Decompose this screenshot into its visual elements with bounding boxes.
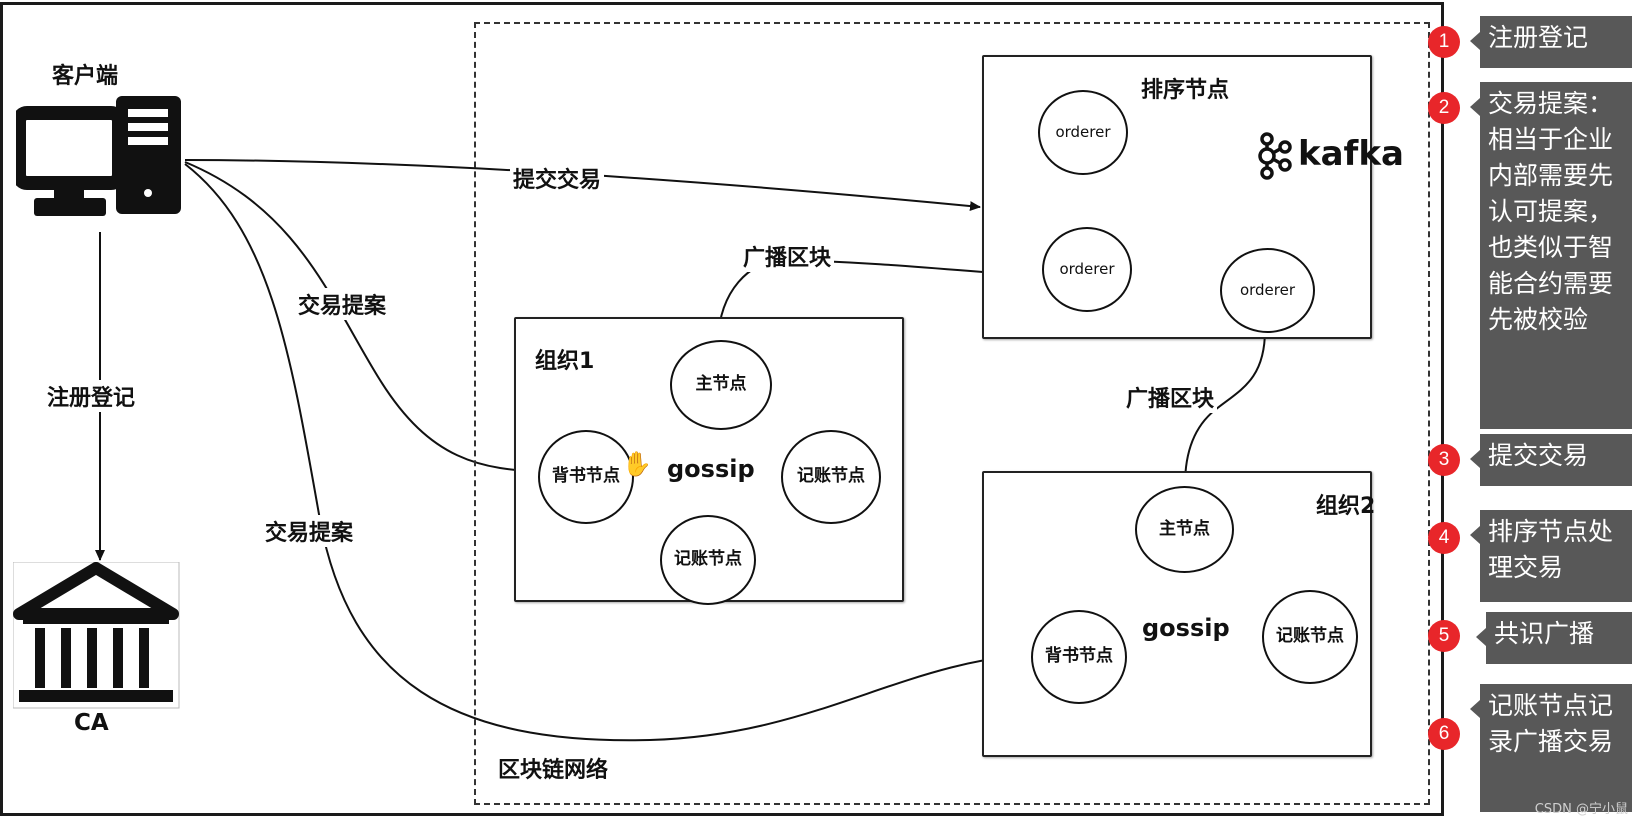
ca-title: CA [74,710,109,736]
step-6-badge: 6 [1428,718,1460,750]
org1-title: 组织1 [535,349,595,374]
hand-cursor-icon: ✋ [622,450,652,478]
blockchain-network-boundary [474,22,1430,805]
org2-endorser-node: 背书节点 [1031,610,1127,704]
step-4: 4 [1428,516,1460,554]
org2-title: 组织2 [1316,494,1376,519]
step-3: 3 [1428,438,1460,476]
kafka-logo-icon [1257,131,1297,185]
orderer-box-title: 排序节点 [1141,78,1230,103]
step-2: 2 [1428,86,1460,124]
org1-committer-node-2: 记账节点 [660,515,756,605]
orderer-node-1: orderer [1038,90,1128,175]
org2-gossip-label: gossip [1142,614,1230,642]
step-1-text: 注册登记 [1470,16,1632,68]
ca-building-icon [12,561,183,716]
step-4-badge: 4 [1428,522,1460,554]
step-1: 1 [1428,20,1460,58]
step-1-badge: 1 [1428,26,1460,58]
org2-leader-node: 主节点 [1135,486,1234,573]
kafka-label: kafka [1298,134,1404,174]
step-2-text: 交易提案：相当于企业内部需要先认可提案，也类似于智能合约需要先被校验 [1470,82,1632,429]
edge-label-proposal-1: 交易提案 [295,288,390,320]
step-2-badge: 2 [1428,92,1460,124]
edge-proposal-org2 [184,163,1046,742]
client-computer-icon [12,93,186,237]
edge-label-broadcast-2: 广播区块 [1123,381,1218,413]
step-6: 6 [1428,712,1460,750]
step-5-text: 共识广播 [1476,612,1632,664]
step-5: 5 [1428,614,1460,652]
network-title: 区块链网络 [498,758,609,783]
edge-label-register: 注册登记 [44,380,139,412]
orderer-node-2: orderer [1042,227,1132,312]
orderer-node-3: orderer [1220,248,1315,333]
watermark: CSDN @宁小鼠 [1534,802,1628,817]
edge-label-proposal-2: 交易提案 [262,515,357,547]
org2-committer-node: 记账节点 [1262,590,1358,684]
org1-committer-node: 记账节点 [781,430,881,524]
client-title: 客户端 [52,64,119,89]
edge-label-submit-tx: 提交交易 [510,162,605,194]
org1-endorser-node: 背书节点 [538,430,634,524]
step-3-text: 提交交易 [1470,434,1632,486]
org1-leader-node: 主节点 [670,340,772,430]
edge-label-broadcast-1: 广播区块 [740,240,835,272]
step-5-badge: 5 [1428,620,1460,652]
org1-gossip-label: gossip [667,455,755,483]
step-3-badge: 3 [1428,444,1460,476]
step-6-text: 记账节点记录广播交易 [1470,684,1632,812]
edge-proposal-org1 [184,161,549,477]
step-4-text: 排序节点处理交易 [1470,510,1632,602]
